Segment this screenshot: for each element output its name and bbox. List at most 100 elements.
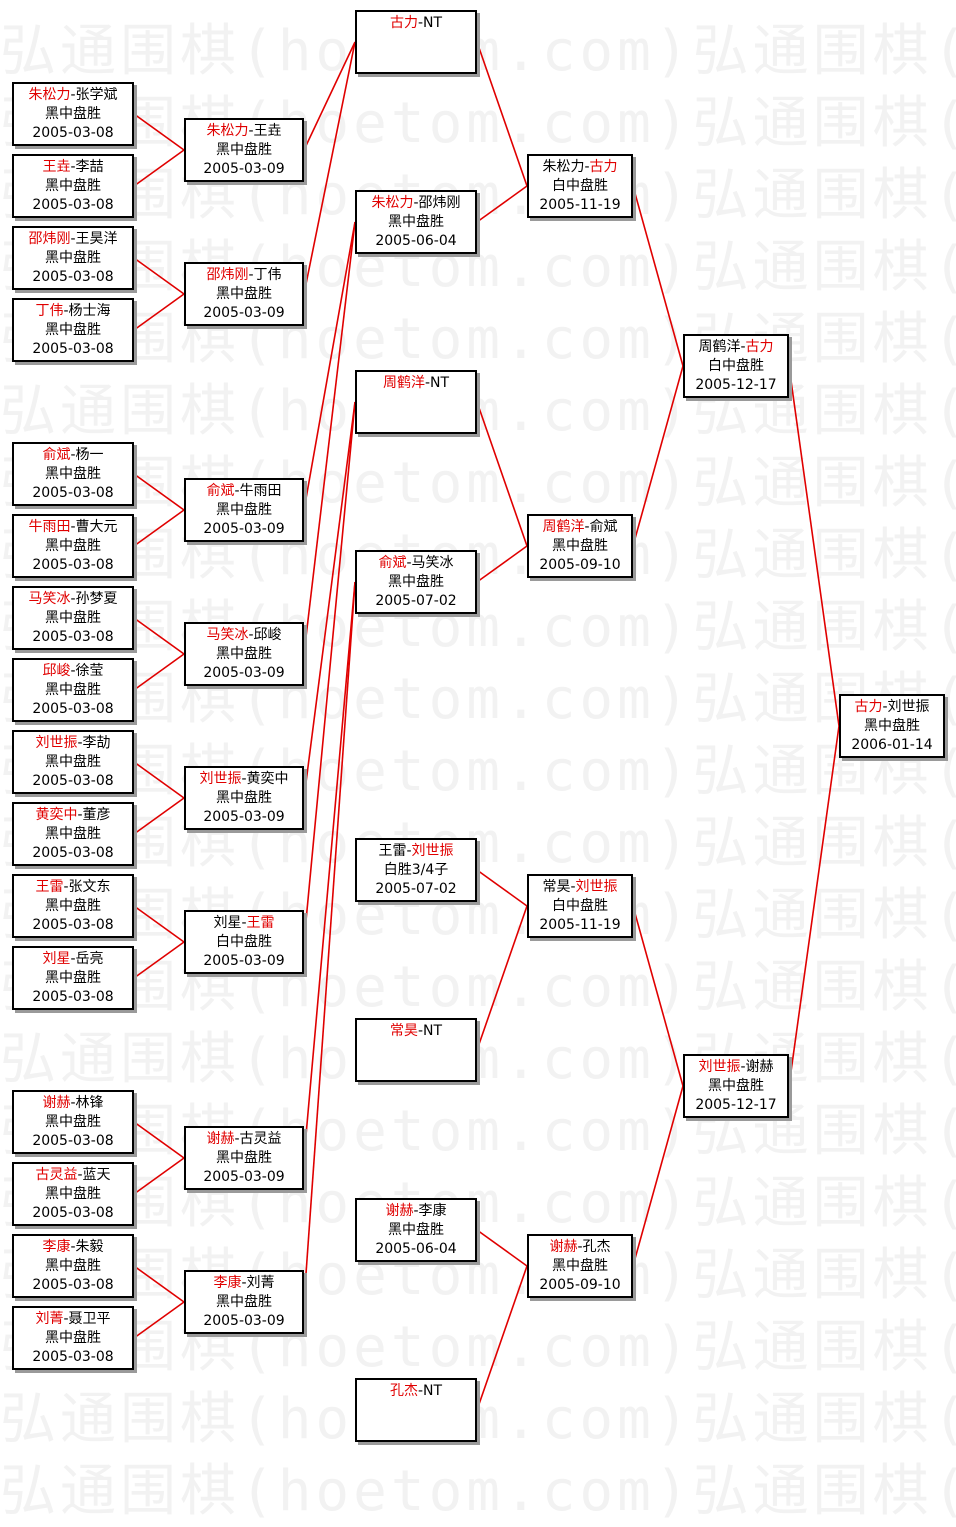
player-black: 谢赫 xyxy=(385,1203,414,1219)
match-result: 白胜3/4子 xyxy=(383,862,449,878)
player-separator: - xyxy=(70,1239,76,1255)
match-date: 2005-11-19 xyxy=(539,197,621,213)
bracket-connector xyxy=(133,653,185,691)
match-result: 黑中盘胜 xyxy=(216,790,272,806)
player-separator: - xyxy=(248,627,254,643)
bracket-connector xyxy=(303,41,356,295)
match-players: 王垚-李喆 xyxy=(14,158,132,177)
match-players: 周鹤洋-古力 xyxy=(685,338,787,357)
match-result: 黑中盘胜 xyxy=(45,826,101,842)
match-players: 黄奕中-董彦 xyxy=(14,806,132,825)
match-box-r3-5: 王雷-刘世振白胜3/4子 2005-07-02 xyxy=(355,838,477,902)
bracket-connector xyxy=(476,401,528,547)
player-black: 谢赫 xyxy=(549,1239,578,1255)
match-result: 黑中盘胜 xyxy=(45,754,101,770)
match-players: 马笑冰-邱峻 xyxy=(186,626,302,645)
match-date: 2005-03-08 xyxy=(32,629,114,645)
bracket-connector xyxy=(133,473,185,511)
match-players: 俞斌-牛雨田 xyxy=(186,482,302,501)
match-date: 2005-03-08 xyxy=(32,917,114,933)
player-separator: - xyxy=(70,519,76,535)
match-players: 常昊-NT xyxy=(357,1022,475,1041)
match-date: 2005-03-09 xyxy=(203,521,285,537)
match-players: 李康-刘菁 xyxy=(186,1274,302,1293)
player-separator: - xyxy=(63,879,69,895)
player-black: 朱松力 xyxy=(371,195,414,211)
match-players: 王雷-张文东 xyxy=(14,878,132,897)
match-date: 2005-03-08 xyxy=(32,197,114,213)
player-white: 蓝天 xyxy=(82,1167,111,1183)
player-separator: - xyxy=(417,15,424,31)
match-players: 王雷-刘世振 xyxy=(357,842,475,861)
match-date: 2005-03-08 xyxy=(32,485,114,501)
match-players: 孔杰-NT xyxy=(357,1382,475,1401)
match-date: 2005-07-02 xyxy=(375,881,457,897)
player-white: 丁伟 xyxy=(253,267,282,283)
player-white: NT xyxy=(423,1023,443,1039)
match-result: 黑中盘胜 xyxy=(216,502,272,518)
player-separator: - xyxy=(234,1131,240,1147)
match-date: 2005-07-02 xyxy=(375,593,457,609)
bracket-connector xyxy=(476,905,528,1051)
player-separator: - xyxy=(248,123,254,139)
player-black: 周鹤洋 xyxy=(382,375,425,391)
player-white: 刘菁 xyxy=(246,1275,275,1291)
bracket-connector xyxy=(133,797,185,835)
player-white: 王昊洋 xyxy=(75,231,118,247)
player-black: 俞斌 xyxy=(206,483,235,499)
match-date: 2005-09-10 xyxy=(539,1277,621,1293)
player-black: 周鹤洋 xyxy=(698,339,741,355)
player-black: 马笑冰 xyxy=(206,627,249,643)
player-black: 李康 xyxy=(213,1275,242,1291)
bracket-connector xyxy=(133,149,185,187)
match-date: 2005-09-10 xyxy=(539,557,621,573)
match-date: 2005-03-08 xyxy=(32,269,114,285)
bracket-connector xyxy=(303,401,356,943)
player-white: NT xyxy=(430,375,450,391)
match-players: 刘菁-聂卫平 xyxy=(14,1310,132,1329)
player-black: 刘世振 xyxy=(35,735,78,751)
player-separator: - xyxy=(417,1023,424,1039)
player-black: 刘菁 xyxy=(35,1311,64,1327)
player-black: 王雷 xyxy=(378,843,407,859)
player-white: 牛雨田 xyxy=(239,483,282,499)
match-box-r2-3: 俞斌-牛雨田黑中盘胜 2005-03-09 xyxy=(184,478,304,542)
player-black: 朱松力 xyxy=(206,123,249,139)
match-result: 黑中盘胜 xyxy=(552,1258,608,1274)
player-separator: - xyxy=(584,519,590,535)
player-black: 朱松力 xyxy=(542,159,585,175)
match-result: 黑中盘胜 xyxy=(216,646,272,662)
match-result: 黑中盘胜 xyxy=(45,1186,101,1202)
bracket-connector xyxy=(303,41,356,151)
match-date: 2005-06-04 xyxy=(375,233,457,249)
bracket-connector xyxy=(133,1301,185,1339)
player-black: 邱峻 xyxy=(42,663,71,679)
player-separator: - xyxy=(241,1275,247,1291)
match-players: 牛雨田-曹大元 xyxy=(14,518,132,537)
match-result: 黑中盘胜 xyxy=(45,322,101,338)
bracket-connector xyxy=(476,1265,528,1411)
bracket-connector xyxy=(476,545,528,583)
player-white: 张文东 xyxy=(68,879,111,895)
match-box-r3-8: 孔杰-NT xyxy=(355,1378,477,1442)
player-separator: - xyxy=(570,879,576,895)
bracket-connector xyxy=(632,185,684,367)
player-separator: - xyxy=(70,591,76,607)
player-black: 李康 xyxy=(42,1239,71,1255)
player-white: 孔杰 xyxy=(582,1239,611,1255)
